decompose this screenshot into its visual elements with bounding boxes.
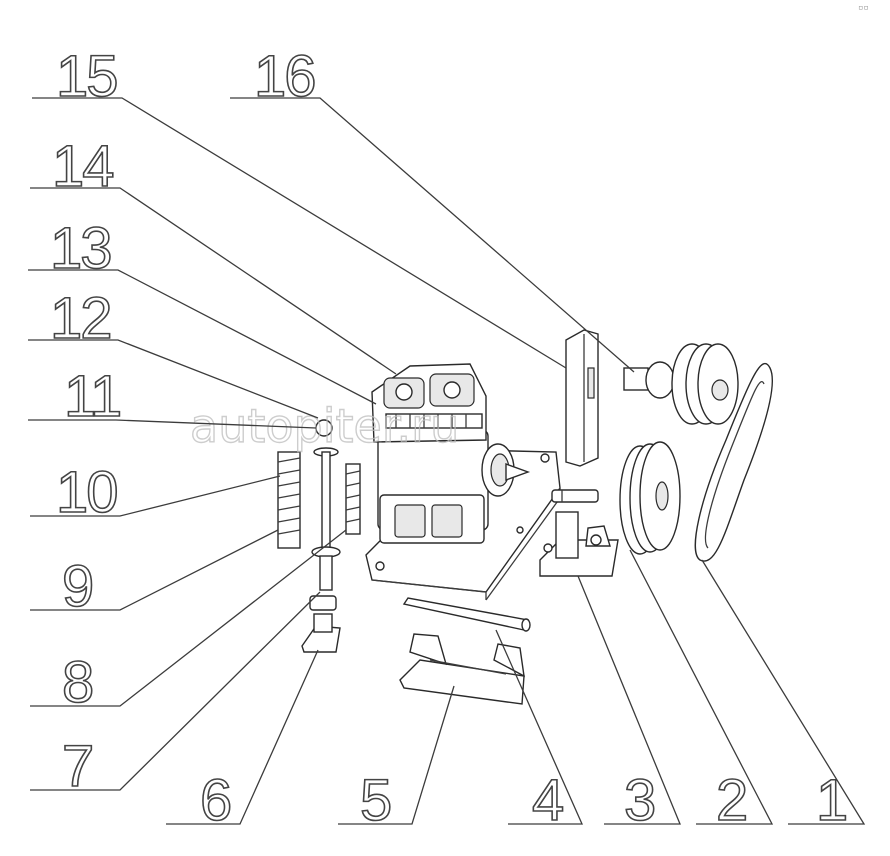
- watermark: autopiter.ru: [190, 399, 459, 453]
- callout-label: 7: [62, 734, 92, 799]
- callout-label: 15: [56, 44, 117, 109]
- pin: [551, 489, 599, 503]
- callout-15: 15: [32, 43, 567, 369]
- callout-label: 11: [64, 364, 120, 429]
- tube: [402, 597, 531, 632]
- callout-14: 14: [30, 133, 397, 375]
- bracket-lower: [399, 633, 525, 705]
- callout-label: 16: [254, 44, 315, 109]
- callout-11: 11: [28, 363, 317, 430]
- callout-12: 12: [28, 285, 319, 419]
- callout-label: 9: [62, 554, 92, 619]
- spring-large: [277, 451, 301, 549]
- callout-label: 6: [200, 768, 230, 833]
- large-pulley: [619, 441, 681, 555]
- spring-small: [345, 463, 361, 535]
- callout-label: 13: [50, 216, 111, 281]
- callout-7: 7: [30, 591, 321, 800]
- callout-9: 9: [30, 529, 279, 620]
- callout-6: 6: [166, 649, 319, 834]
- belt: [694, 362, 773, 562]
- callout-label: 14: [52, 134, 113, 199]
- drive-hub: [623, 343, 739, 425]
- callout-label: 5: [360, 768, 390, 833]
- parts-drawing: [277, 329, 773, 705]
- callout-label: 8: [62, 650, 92, 715]
- bracket-right: [539, 511, 619, 577]
- callout-13: 13: [28, 215, 377, 405]
- callout-16: 16: [230, 43, 635, 373]
- callout-3: 3: [577, 575, 681, 834]
- callout-label: 3: [624, 768, 654, 833]
- callout-label: 2: [716, 768, 746, 833]
- callout-label: 12: [50, 286, 111, 351]
- callout-label: 1: [816, 768, 846, 833]
- callout-label: 4: [532, 768, 563, 833]
- corner-mark: ▫▫: [858, 3, 869, 13]
- callout-8: 8: [30, 529, 347, 716]
- compressor: [371, 363, 531, 544]
- callout-1: 1: [701, 559, 866, 834]
- callout-label: 10: [56, 460, 117, 525]
- callout-10: 10: [30, 459, 281, 526]
- callout-4: 4: [495, 629, 583, 834]
- callout-2: 2: [629, 549, 774, 834]
- callout-5: 5: [338, 685, 455, 834]
- tension-rod: [309, 419, 341, 611]
- foot-bracket: [301, 613, 341, 653]
- upright-bar: [565, 329, 599, 467]
